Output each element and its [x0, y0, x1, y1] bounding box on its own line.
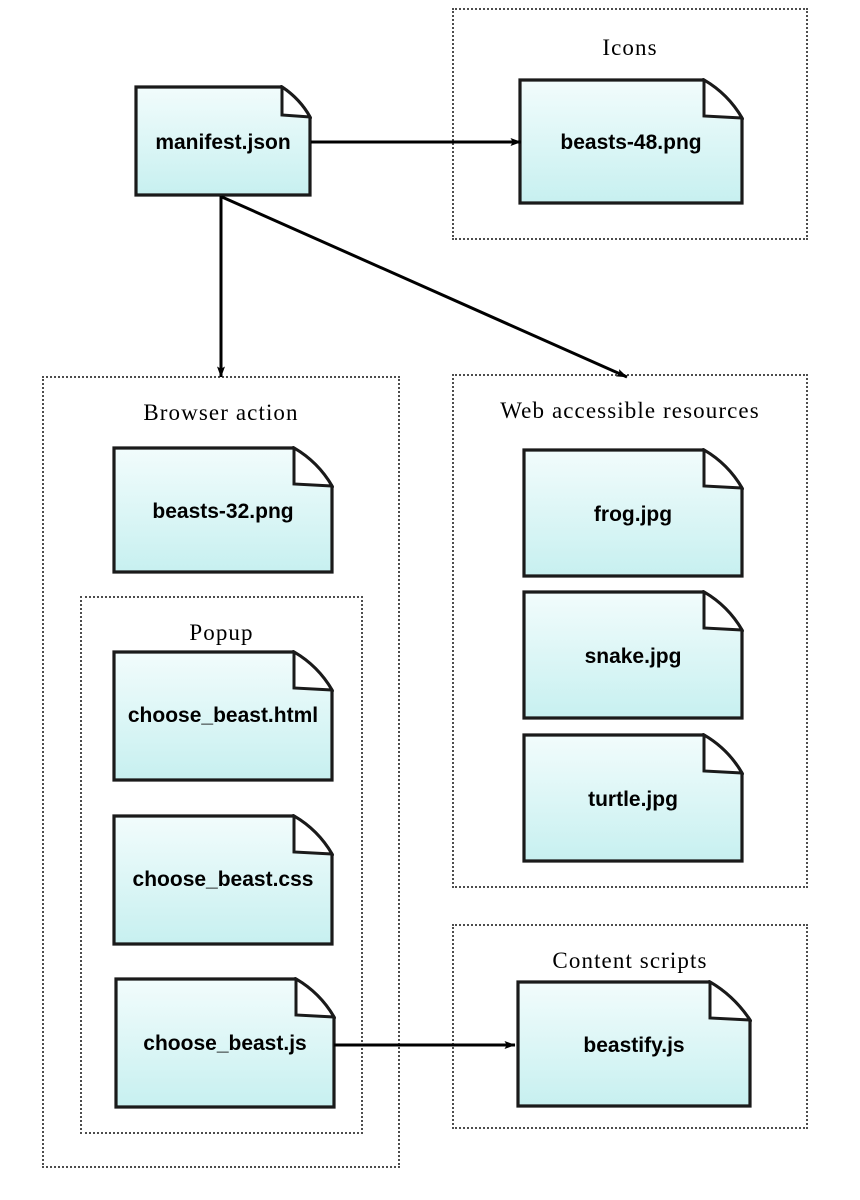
node-manifest-json[interactable]: manifest.json [134, 85, 312, 197]
node-choose-beast-css[interactable]: choose_beast.css [112, 814, 334, 946]
node-choose-beast-js[interactable]: choose_beast.js [114, 977, 336, 1109]
group-web-accessible-resources[interactable]: Web accessible resources [452, 374, 808, 888]
node-choose-beast-html[interactable]: choose_beast.html [112, 650, 334, 782]
file-note-shape-icon [516, 980, 752, 1108]
file-note-shape-icon [112, 814, 334, 946]
node-frog-jpg[interactable]: frog.jpg [522, 448, 744, 578]
group-label-content-scripts: Content scripts [552, 948, 708, 973]
group-label-browser-action: Browser action [143, 400, 299, 425]
file-note-shape-icon [112, 446, 334, 574]
group-label-web-accessible-resources: Web accessible resources [500, 398, 760, 423]
file-note-shape-icon [522, 448, 744, 578]
group-popup[interactable]: Popup [80, 596, 363, 1134]
file-note-shape-icon [134, 85, 312, 197]
node-beasts-48-png[interactable]: beasts-48.png [518, 78, 744, 205]
node-snake-jpg[interactable]: snake.jpg [522, 590, 744, 720]
node-turtle-jpg[interactable]: turtle.jpg [522, 733, 744, 863]
file-note-shape-icon [112, 650, 334, 782]
file-note-shape-icon [522, 733, 744, 863]
group-content-scripts[interactable]: Content scripts [452, 924, 808, 1129]
file-note-shape-icon [518, 78, 744, 205]
file-note-shape-icon [114, 977, 336, 1109]
group-label-popup: Popup [189, 620, 254, 645]
node-beasts-32-png[interactable]: beasts-32.png [112, 446, 334, 574]
file-note-shape-icon [522, 590, 744, 720]
group-label-icons: Icons [602, 35, 658, 60]
node-beastify-js[interactable]: beastify.js [516, 980, 752, 1108]
group-icons[interactable]: Icons [452, 8, 808, 240]
